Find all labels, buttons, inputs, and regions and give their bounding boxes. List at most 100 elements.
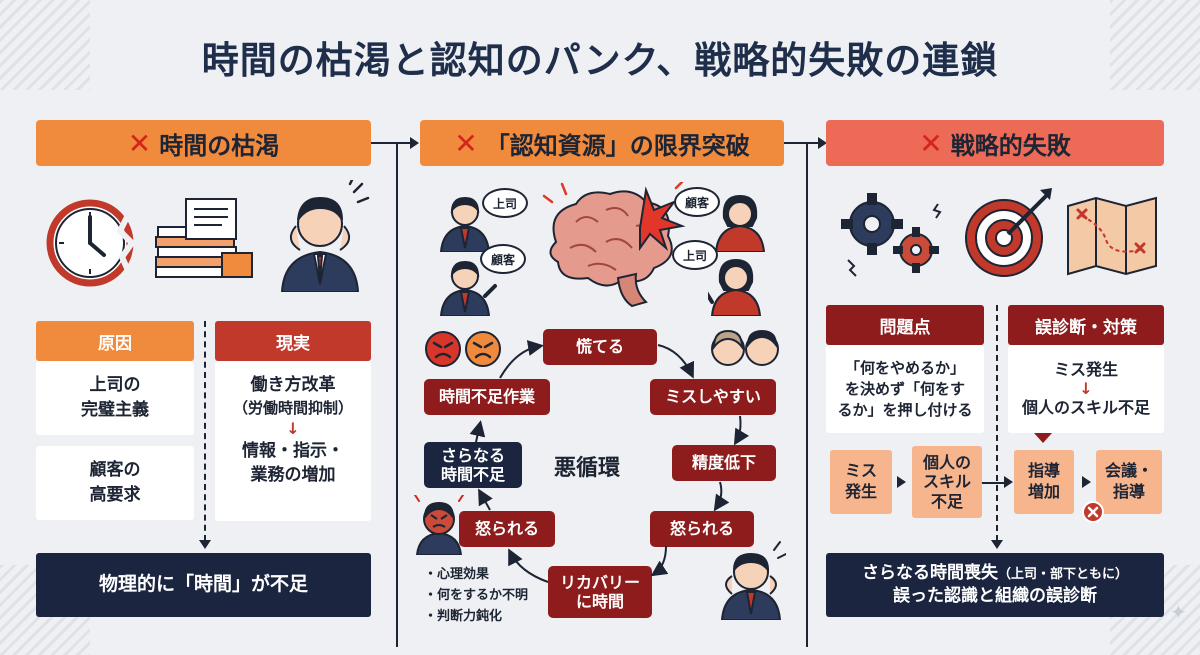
client-woman-icon <box>714 194 766 252</box>
card-line: 個人のスキル不足 <box>1021 398 1150 417</box>
col1-heading: ✕ 時間の枯渇 <box>36 120 371 166</box>
cross-icon: ✕ <box>127 126 152 160</box>
connector <box>806 142 808 647</box>
reality-tag: 現実 <box>215 321 371 361</box>
card-line: 高要求 <box>89 485 141 505</box>
box-line: 指導 <box>1027 461 1060 481</box>
decor-stripes <box>1110 0 1200 90</box>
pill-line: 時間不足 <box>440 465 505 484</box>
boss-person-icon <box>439 196 491 252</box>
step-recovery: リカバリー に時間 <box>548 566 652 618</box>
brain-overload-icon <box>542 182 686 308</box>
gears-icon <box>841 193 942 277</box>
card-line: 顧客の <box>89 460 141 481</box>
card-line: ミス発生 <box>1053 359 1118 379</box>
connector <box>784 142 808 144</box>
angry-man-icon <box>414 495 464 555</box>
client-person-icon <box>439 260 497 316</box>
card-line: るか」を押し付ける <box>837 400 973 419</box>
result-line: 誤った認識と組織の誤診断 <box>893 586 1097 606</box>
step-more-time: さらなる 時間不足 <box>424 442 522 488</box>
panicked-man-icon <box>720 541 786 620</box>
angry-faces-icon <box>425 331 501 367</box>
sparkle-icon: ✦ <box>1170 600 1187 624</box>
box-line: 個人の <box>922 453 971 473</box>
result-note: （上司・部下ともに） <box>997 567 1128 583</box>
paper-stack-icon <box>155 198 253 278</box>
problem-tag: 問題点 <box>826 305 984 345</box>
dashed-divider <box>996 305 998 541</box>
box-line: 発生 <box>844 482 877 501</box>
card-line: 完璧主義 <box>81 400 149 420</box>
reality-card: 働き方改革 （労働時間抑制） ↓ 情報・指示・ 業務の増加 <box>215 361 371 521</box>
vicious-cycle-label: 悪循環 <box>554 456 621 481</box>
result-line: さらなる時間喪失 <box>861 563 998 584</box>
diagnosis-tag: 誤診断・対策 <box>1008 305 1164 345</box>
connector <box>396 142 410 144</box>
arrow-right-icon <box>897 476 906 488</box>
cause-tag: 原因 <box>36 321 194 361</box>
target-miss-icon <box>965 188 1052 277</box>
arrow-down-icon: ↓ <box>1079 379 1093 398</box>
box-line: ミス <box>844 461 877 481</box>
note-item: ・判断力鈍化 <box>424 608 503 624</box>
cycle-arrows <box>469 340 750 583</box>
decor-stripes <box>0 0 90 90</box>
arrow-down-icon <box>991 540 1003 549</box>
notes-list: ・心理効果 ・何をするか不明 ・判断力鈍化 <box>424 565 528 627</box>
col1-heading-text: 時間の枯渇 <box>159 131 280 160</box>
cross-icon: ✕ <box>919 126 943 160</box>
worried-people-icon <box>711 329 779 366</box>
card-line: 業務の増加 <box>250 465 336 486</box>
diagnosis-card: ミス発生 ↓ 個人のスキル不足 <box>1008 345 1164 433</box>
arrow-down-icon <box>199 540 211 549</box>
card-line: 上司の <box>89 375 141 396</box>
broken-clock-icon <box>46 199 136 287</box>
cause-client-card: 顧客の 高要求 <box>36 446 194 520</box>
connector <box>982 482 1004 484</box>
col3-heading: ✕ 戦略的失敗 <box>826 120 1164 166</box>
card-line: 働き方改革 <box>250 375 336 395</box>
card-line: 情報・指示・ <box>242 440 344 461</box>
step-scolded-right: 怒られる <box>650 511 754 547</box>
col3-result: さらなる時間喪失（上司・部下ともに） 誤った認識と組織の誤診断 <box>826 553 1164 617</box>
step-scolded-left: 怒られる <box>459 511 555 547</box>
pill-line: リカバリー <box>559 572 640 592</box>
flow-box-mistake: ミス 発生 <box>830 450 892 514</box>
note-item: ・何をするか不明 <box>424 587 529 603</box>
connector <box>396 142 398 647</box>
arrow-right-icon <box>410 137 419 149</box>
col2-heading-text: 「認知資源」の限界突破 <box>485 131 750 160</box>
page-title: 時間の枯渇と認知のパンク、戦略的失敗の連鎖 <box>201 39 999 82</box>
col2-heading: ✕ 「認知資源」の限界突破 <box>420 120 784 166</box>
step-short-work: 時間不足作業 <box>424 379 550 415</box>
note-item: ・心理効果 <box>424 567 490 582</box>
flow-box-meeting: 会議・ 指導 <box>1096 450 1162 514</box>
speech-bubble: 顧客 <box>480 244 526 274</box>
box-line: 会議・ <box>1104 461 1153 481</box>
fail-mark-icon <box>1082 501 1104 523</box>
arrow-right-icon <box>1082 476 1091 488</box>
arrow-right-icon <box>818 137 827 149</box>
pill-line: に時間 <box>575 592 624 611</box>
step-panic: 慌てる <box>543 329 657 365</box>
arrow-down-icon: ↓ <box>286 419 300 439</box>
boss-woman-icon <box>708 258 762 316</box>
step-accuracy: 精度低下 <box>672 445 776 481</box>
connector <box>806 142 818 144</box>
stressed-man-icon <box>280 180 370 292</box>
flow-box-skill: 個人の スキル 不足 <box>912 446 982 518</box>
arrow-right-icon <box>1004 476 1013 488</box>
cross-icon: ✕ <box>454 126 478 160</box>
dashed-divider <box>204 321 206 541</box>
connector <box>371 142 397 144</box>
speech-bubble: 顧客 <box>674 187 720 217</box>
cause-boss-card: 上司の 完璧主義 <box>36 361 194 435</box>
problem-card: 「何をやめるか」 を決めず「何をす るか」を押し付ける <box>826 345 984 433</box>
speech-bubble: 上司 <box>672 240 718 270</box>
box-line: 不足 <box>930 491 963 511</box>
pointer-icon <box>1034 433 1052 443</box>
card-line: （労働時間抑制） <box>232 398 353 417</box>
flow-box-guidance: 指導 増加 <box>1014 450 1074 514</box>
step-mistake: ミスしやすい <box>650 379 776 415</box>
